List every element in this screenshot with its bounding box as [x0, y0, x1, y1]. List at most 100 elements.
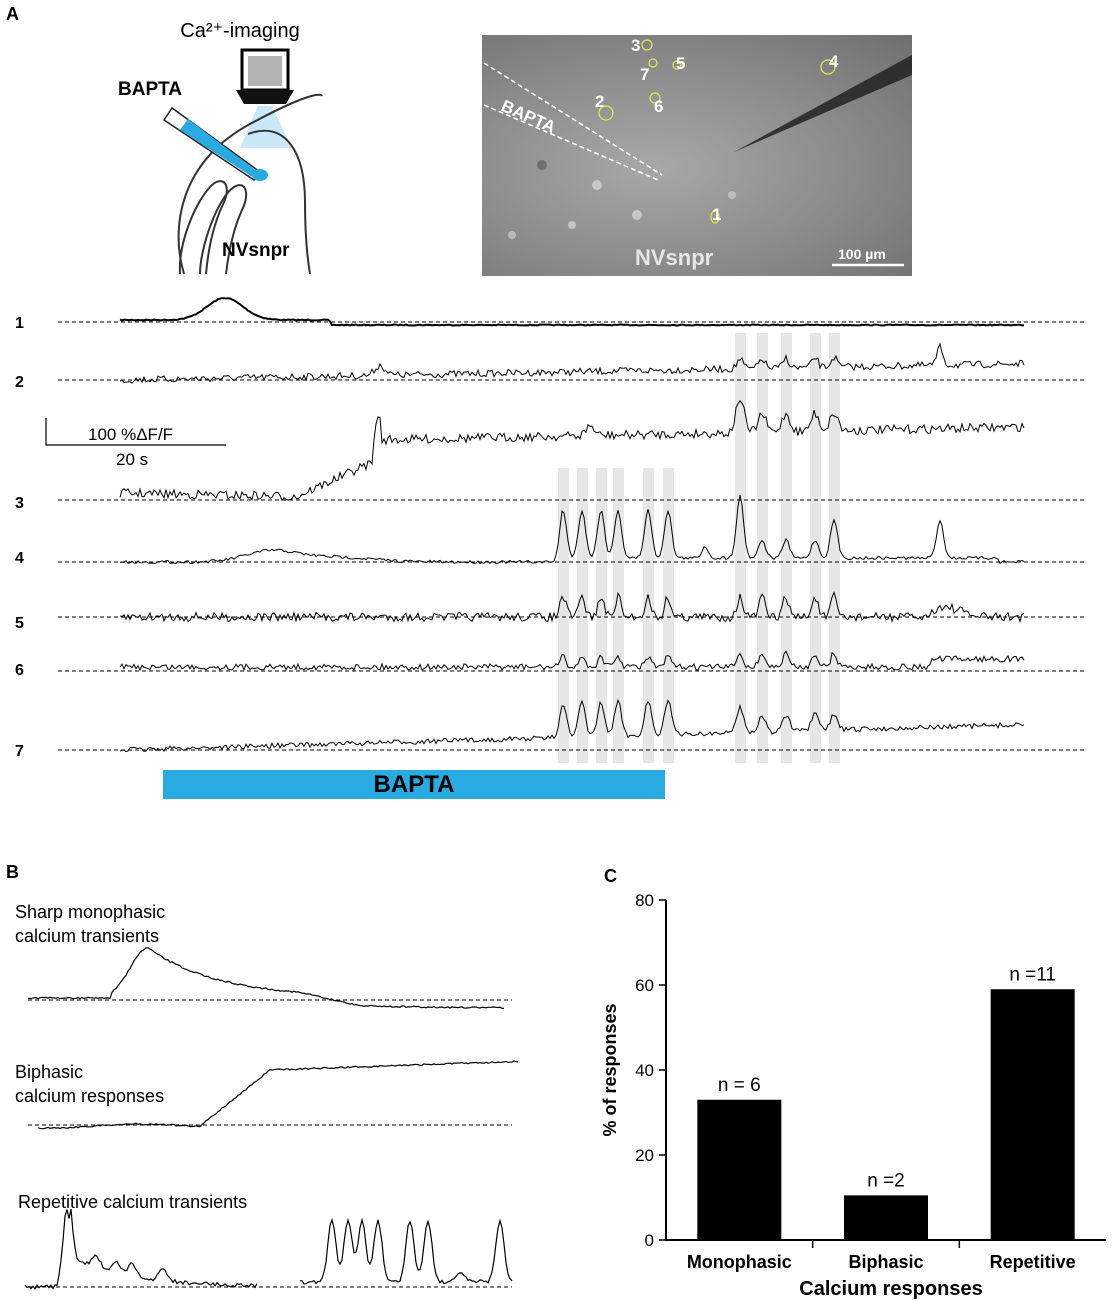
trace-label-7: 7: [15, 743, 24, 760]
brainstem-schematic: Ca²⁺-imaging BAPTA NVsnpr: [118, 20, 323, 275]
cell-label-3: 3: [631, 36, 640, 55]
trace-label-2: 2: [15, 374, 24, 391]
cell-label-6: 6: [654, 97, 663, 116]
example-trace-1: [27, 947, 505, 1009]
y-tick-label: 0: [645, 1231, 654, 1250]
micrograph-pipette-label: BAPTA: [498, 96, 558, 137]
roi-2: [598, 105, 614, 121]
highlight-band: [663, 468, 674, 763]
y-tick-label: 60: [635, 976, 654, 995]
roi-5: [672, 60, 682, 70]
region-label: NVsnpr: [222, 240, 290, 261]
highlight-band: [757, 333, 768, 763]
bar-monophasic: [697, 1099, 782, 1240]
cell-label-4: 4: [829, 52, 839, 71]
panel-letter-c: C: [604, 866, 617, 886]
bapta-application-bar: BAPTA: [163, 770, 665, 799]
x-tick-label: Monophasic: [687, 1252, 792, 1272]
trace-7: [119, 698, 1025, 753]
trace-6: [119, 650, 1025, 672]
highlight-band: [613, 468, 624, 763]
trace-scalebar: [45, 418, 226, 446]
cell-label-2: 2: [595, 92, 604, 111]
bright-cell: [632, 210, 642, 220]
panel-letter-b: B: [6, 862, 19, 882]
y-tick-label: 80: [635, 891, 654, 910]
trace-baselines: [58, 321, 1087, 751]
calcium-traces: 1 2 3 4 5 6 7 100 %ΔF/F 20 s: [15, 297, 1087, 763]
bar-repetitive: [990, 989, 1075, 1240]
trace-labels: 1 2 3 4 5 6 7: [15, 315, 24, 760]
trace-label-5: 5: [15, 615, 24, 632]
trace-2: [119, 342, 1025, 384]
trace-1: [119, 297, 1024, 327]
dark-spot: [537, 160, 547, 170]
trace-label-1: 1: [15, 315, 24, 332]
trace-lines: [119, 297, 1025, 753]
trace-3: [119, 399, 1025, 502]
bright-cell: [728, 191, 736, 199]
roi-3: [641, 39, 653, 51]
light-cone: [240, 106, 292, 148]
roi-1: [710, 210, 720, 224]
highlight-band: [643, 468, 654, 763]
pipette-fill: [180, 119, 258, 178]
trace-label-6: 6: [15, 662, 24, 679]
trace-label-3: 3: [15, 495, 24, 512]
objective-icon: [236, 90, 294, 104]
roi-6: [649, 92, 661, 104]
bar-biphasic: [844, 1195, 928, 1240]
example-traces: Sharp monophasic calcium transients Biph…: [15, 902, 519, 1291]
brainstem-outline: [177, 93, 323, 275]
example-lines: [24, 947, 519, 1291]
bright-cell: [508, 231, 516, 239]
example-1-label-line1: Sharp monophasic: [15, 902, 165, 922]
highlight-band: [781, 333, 792, 763]
camera-lens-icon: [248, 56, 282, 86]
roi-7: [648, 58, 658, 68]
bright-cell: [568, 221, 576, 229]
panel-letter-a: A: [6, 4, 19, 24]
highlight-band: [829, 333, 840, 763]
trace-4: [119, 494, 1025, 565]
micrograph-scalebar-label: 100 µm: [838, 246, 886, 262]
trace-label-4: 4: [15, 550, 24, 567]
pipette-outline-top: [483, 62, 663, 176]
scalebar-x-label: 20 s: [116, 450, 148, 469]
micrograph: BAPTA 1 2 3 4 5 6 7 NVsnpr 100 µm: [482, 35, 912, 276]
y-axis-label: % of responses: [600, 1003, 620, 1136]
pipette-label: BAPTA: [118, 79, 182, 100]
scalebar-y-label: 100 %ΔF/F: [88, 425, 173, 444]
imaging-label: Ca²⁺-imaging: [180, 20, 299, 42]
example-2-label-line2: calcium responses: [15, 1086, 164, 1106]
bar-annotation: n =2: [867, 1170, 905, 1191]
event-highlights: [558, 333, 840, 763]
nucleus-outline: [247, 129, 311, 275]
holder-right-icon: [199, 184, 248, 275]
example-3-label-line1: Repetitive calcium transients: [18, 1192, 247, 1212]
bright-cell: [592, 180, 602, 190]
holder-left-icon: [178, 180, 228, 275]
cell-label-7: 7: [640, 65, 649, 84]
x-tick-label: Repetitive: [990, 1252, 1076, 1272]
trace-5: [119, 591, 1025, 624]
x-axis-label: Calcium responses: [799, 1278, 982, 1300]
example-trace-3: [24, 1208, 258, 1291]
bar-annotation: n =11: [1009, 964, 1056, 985]
highlight-band: [577, 468, 588, 763]
highlight-band: [810, 333, 821, 763]
highlight-band: [596, 468, 607, 763]
example-trace-2: [37, 1060, 519, 1130]
cell-label-5: 5: [676, 54, 685, 73]
y-tick-label: 20: [635, 1146, 654, 1165]
roi-4: [820, 59, 836, 75]
bapta-ejection: [252, 169, 268, 181]
example-trace-4: [299, 1217, 513, 1285]
micrograph-region-label: NVsnpr: [635, 245, 714, 270]
bar-annotation: n = 6: [718, 1075, 761, 1096]
example-baselines: [28, 999, 512, 1288]
cell-label-1: 1: [712, 205, 721, 224]
example-2-label-line1: Biphasic: [15, 1062, 83, 1082]
y-tick-label: 40: [635, 1061, 654, 1080]
